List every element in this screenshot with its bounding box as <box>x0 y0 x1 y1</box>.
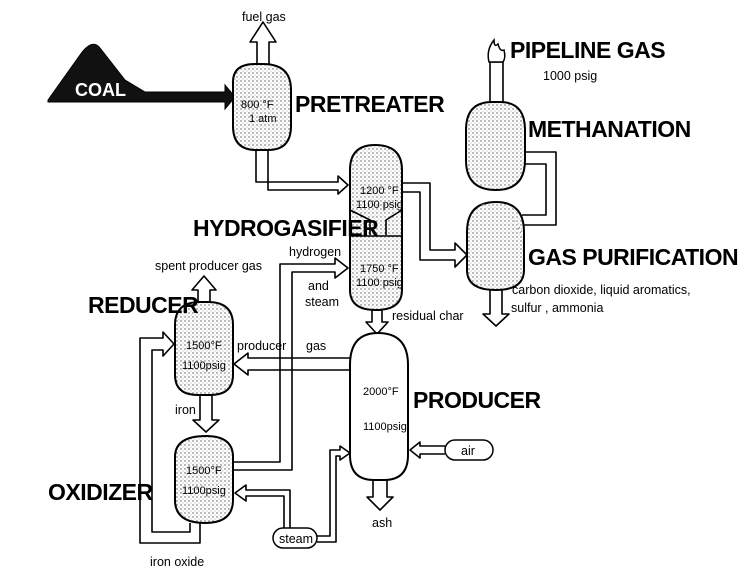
spent-producer-gas-label: spent producer gas <box>155 259 262 273</box>
purification-to-methanation-pipe <box>522 151 557 226</box>
oxidizer-vessel: 1500°F 1100psig <box>174 434 234 525</box>
hydrogasifier-lower-temperature: 1750 °F <box>360 263 399 275</box>
ash-label: ash <box>372 516 392 530</box>
coal-label: COAL <box>75 80 126 100</box>
producer-stream-label: producer <box>237 339 286 353</box>
producer-temperature: 2000°F <box>363 386 399 398</box>
residual-char-label: residual char <box>392 309 464 323</box>
iron-label: iron <box>175 403 196 417</box>
pretreater-pressure: 1 atm <box>249 113 277 125</box>
air-label: air <box>461 444 475 458</box>
pipeline-gas-pressure: 1000 psig <box>543 69 597 83</box>
pretreater-title: PRETREATER <box>295 91 445 117</box>
byproducts-line2: sulfur , ammonia <box>511 301 603 315</box>
reducer-vessel: 1500°F 1100psig <box>174 275 234 396</box>
fuel-gas-label: fuel gas <box>242 10 286 24</box>
hydrogasifier-to-purification-pipe <box>402 182 468 268</box>
byproducts-line1: carbon dioxide, liquid aromatics, <box>512 283 691 297</box>
methanation-vessel <box>465 37 526 192</box>
hydrogen-steam-pipe <box>233 257 349 471</box>
coal-pile-icon <box>47 43 236 111</box>
oxidizer-pressure: 1100psig <box>182 485 226 497</box>
pretreater-to-hydrogasifier-pipe <box>255 150 349 195</box>
ash-arrow <box>366 480 394 511</box>
flame-icon <box>487 37 506 63</box>
reducer-temperature: 1500°F <box>186 340 222 352</box>
iron-arrow <box>192 395 220 433</box>
pretreater-temperature: 800 °F <box>241 99 274 111</box>
producer-gas-pipe <box>233 352 350 376</box>
hydrogasifier-lower-pressure: 1100 psig <box>356 277 403 289</box>
byproducts-arrow <box>482 290 510 327</box>
steam-inlet: steam <box>234 445 351 549</box>
fuel-gas-arrow-icon <box>249 21 277 64</box>
pretreater-vessel: fuel gas 800 °F 1 atm <box>232 10 292 151</box>
air-inlet: air <box>409 439 494 461</box>
oxidizer-title: OXIDIZER <box>48 479 154 505</box>
gas-stream-label: gas <box>306 339 326 353</box>
reducer-pressure: 1100psig <box>182 360 226 372</box>
iron-oxide-label: iron oxide <box>150 555 204 569</box>
gas-purification-title: GAS PURIFICATION <box>528 244 738 270</box>
hydrogasifier-vessel: 1200 °F 1100 psig 1750 °F 1100 psig <box>349 143 403 312</box>
hydrogasifier-upper-pressure: 1100 psig <box>356 199 403 211</box>
residual-char-arrow <box>365 310 389 335</box>
hydrogen-label: hydrogen <box>289 245 341 259</box>
pipeline-gas-title: PIPELINE GAS <box>510 37 665 63</box>
producer-title: PRODUCER <box>413 387 542 413</box>
oxidizer-temperature: 1500°F <box>186 465 222 477</box>
hydrogasifier-title: HYDROGASIFIER <box>193 215 379 241</box>
producer-pressure: 1100psig <box>363 421 407 433</box>
iron-oxide-loop-pipe <box>139 331 201 544</box>
steam-inlet-label: steam <box>305 295 339 309</box>
reducer-title: REDUCER <box>88 292 199 318</box>
hydrogasifier-upper-temperature: 1200 °F <box>360 185 399 197</box>
methanation-title: METHANATION <box>528 116 691 142</box>
steam-label: steam <box>279 532 313 546</box>
spent-gas-arrow <box>191 275 217 302</box>
gas-purification-vessel <box>466 200 525 327</box>
and-label: and <box>308 279 329 293</box>
coal-feed: COAL <box>47 43 236 111</box>
producer-vessel: 2000°F 1100psig <box>349 331 409 511</box>
